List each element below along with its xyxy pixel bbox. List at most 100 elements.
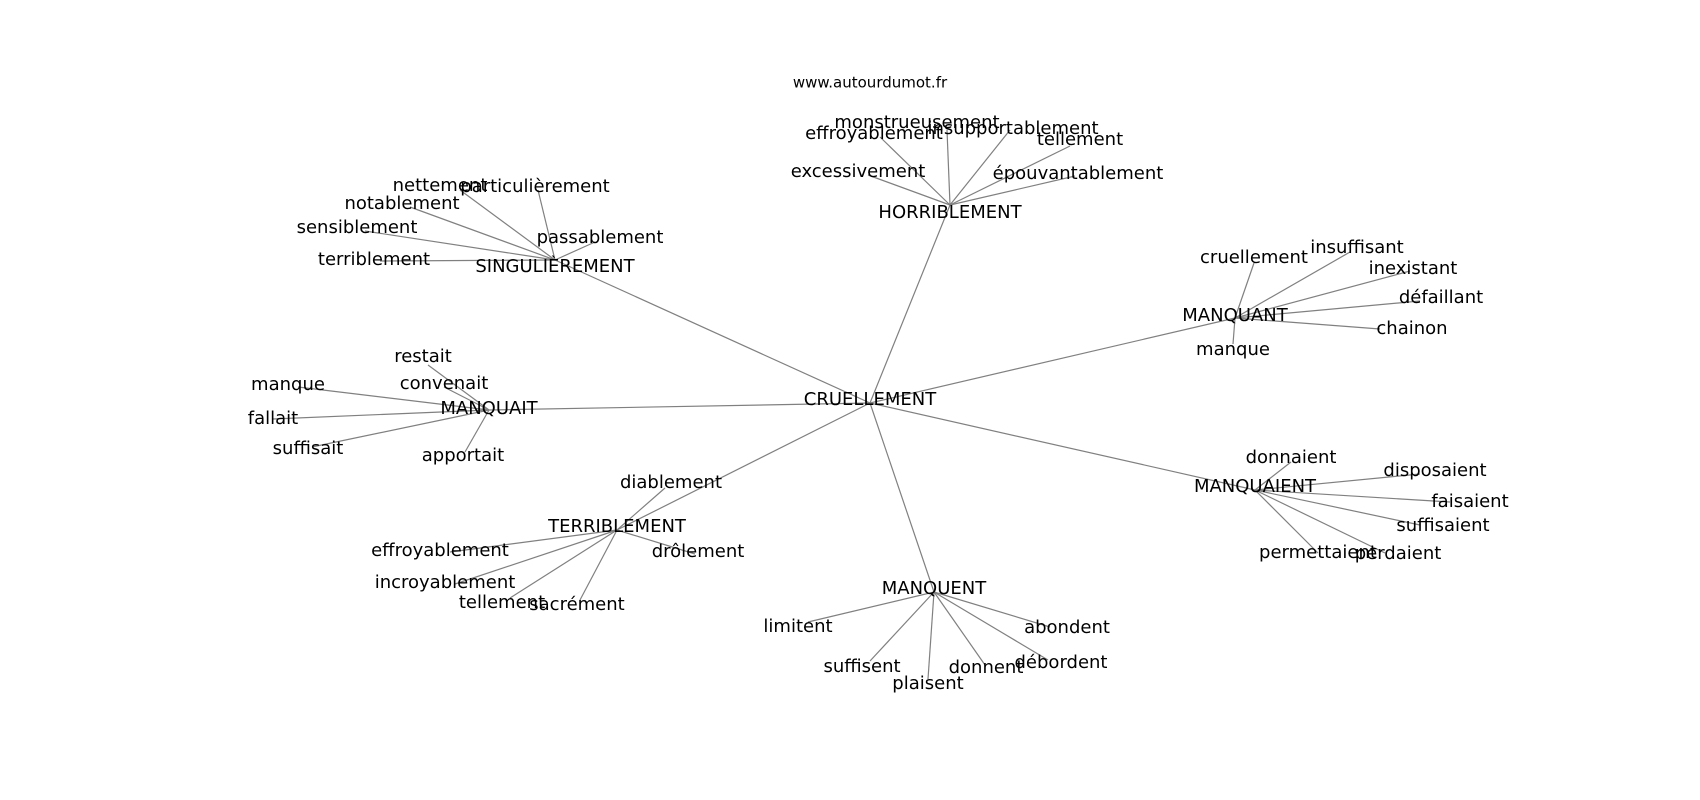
leaf-node: chainon <box>1376 318 1447 339</box>
edge-hub-to-leaf <box>1234 317 1381 330</box>
edge-hub-to-leaf <box>454 529 618 585</box>
leaf-node: perdaient <box>1355 543 1442 564</box>
edge-hub-to-leaf <box>1234 262 1255 319</box>
edge-center-to-hub <box>869 204 951 404</box>
edge-hub-to-leaf <box>379 259 556 262</box>
leaf-node: excessivement <box>791 161 926 182</box>
edge-hub-to-leaf <box>1254 489 1319 554</box>
edge-hub-to-leaf <box>1234 300 1421 319</box>
leaf-node: passablement <box>537 227 664 248</box>
leaf-node: disposaient <box>1383 460 1486 481</box>
source-watermark: www.autourdumot.fr <box>793 74 948 92</box>
edge-hub-to-leaf <box>311 409 490 448</box>
edge-hub-to-leaf <box>1254 489 1451 503</box>
leaf-node: particulièrement <box>460 176 609 197</box>
edge-hub-to-leaf <box>297 386 490 411</box>
edge-hub-to-leaf <box>616 529 696 555</box>
edge-hub-to-leaf <box>869 591 935 662</box>
edge-center-to-hub <box>869 317 1236 404</box>
leaf-node: inexistant <box>1369 258 1458 279</box>
leaf-node: restait <box>394 346 452 367</box>
leaf-node: abondent <box>1024 617 1110 638</box>
leaf-node: épouvantablement <box>993 163 1164 184</box>
edge-hub-to-leaf <box>867 174 951 206</box>
edge-center-to-hub <box>616 402 871 531</box>
edge-hub-to-leaf <box>1254 473 1421 491</box>
hub-node: MANQUAIENT <box>1194 476 1317 497</box>
leaf-node: plaisent <box>892 673 963 694</box>
edge-hub-to-leaf <box>946 129 951 206</box>
leaf-node: défaillant <box>1399 287 1483 308</box>
leaf-node: terriblement <box>318 249 430 270</box>
leaf-node: suffisaient <box>1396 515 1489 536</box>
leaf-node: nettement <box>393 175 488 196</box>
edge-hub-to-leaf <box>949 145 1071 206</box>
leaf-node: diablement <box>620 472 722 493</box>
edge-hub-to-leaf <box>443 386 490 411</box>
edge-hub-to-leaf <box>1254 489 1421 526</box>
hub-node: HORRIBLEMENT <box>878 202 1022 223</box>
edge-hub-to-leaf <box>1234 251 1351 319</box>
edge-center-to-hub <box>869 402 935 593</box>
leaf-node: effroyablement <box>805 123 943 144</box>
leaf-node: sacrément <box>529 594 624 615</box>
leaf-node: insupportablement <box>927 118 1098 139</box>
edge-hub-to-leaf <box>807 591 935 623</box>
edge-center-to-hub <box>554 259 871 404</box>
edge-hub-to-leaf <box>1254 461 1292 491</box>
edge-hub-to-leaf <box>409 206 556 261</box>
edge-hub-to-leaf <box>579 529 618 601</box>
edge-hub-to-leaf <box>554 241 596 261</box>
leaf-node: limitent <box>763 616 832 637</box>
leaf-node: apportait <box>422 445 504 466</box>
leaf-node: fallait <box>248 408 298 429</box>
leaf-node: tellement <box>459 592 545 613</box>
leaf-node: tellement <box>1037 129 1123 150</box>
edge-hub-to-leaf <box>927 591 935 680</box>
edge-hub-to-leaf <box>449 529 618 553</box>
center-node: CRUELLEMENT <box>804 389 937 410</box>
leaf-node: monstrueusement <box>834 112 999 133</box>
edge-center-to-hub <box>869 402 1256 491</box>
edge-center-to-hub <box>488 402 871 411</box>
leaf-node: cruellement <box>1200 247 1308 268</box>
leaf-node: manque <box>251 374 325 395</box>
leaf-node: notablement <box>344 193 459 214</box>
leaf-node: convenait <box>400 373 489 394</box>
hub-node: MANQUAIT <box>440 398 538 419</box>
edge-hub-to-leaf <box>1232 317 1236 345</box>
leaf-node: donnaient <box>1246 447 1337 468</box>
leaf-node: effroyablement <box>371 540 509 561</box>
edge-hub-to-leaf <box>879 136 951 206</box>
edge-hub-to-leaf <box>427 364 490 411</box>
hub-node: SINGULIÈREMENT <box>475 255 635 277</box>
leaf-node: débordent <box>1015 652 1108 673</box>
edge-hub-to-leaf <box>537 189 556 261</box>
hub-node: MANQUENT <box>882 578 987 599</box>
leaf-node: insuffisant <box>1310 237 1403 258</box>
edge-hub-to-leaf <box>1254 489 1386 554</box>
leaf-node: incroyablement <box>375 572 516 593</box>
edge-hub-to-leaf <box>933 591 1049 661</box>
edge-hub-to-leaf <box>933 591 1051 628</box>
edge-hub-to-leaf <box>364 230 556 261</box>
leaf-node: drôlement <box>652 541 745 562</box>
graph-labels: www.autourdumot.fr CRUELLEMENT HORRIBLEM… <box>248 74 1509 695</box>
leaf-node: sensiblement <box>297 217 418 238</box>
edge-hub-to-leaf <box>616 487 666 531</box>
edge-hub-to-leaf <box>949 175 1076 206</box>
graph-edges <box>272 129 1451 680</box>
hub-node: MANQUANT <box>1182 305 1288 326</box>
leaf-node: suffisait <box>273 438 344 459</box>
edge-hub-to-leaf <box>949 129 1011 206</box>
edge-hub-to-leaf <box>933 591 986 666</box>
edge-hub-to-leaf <box>272 409 490 420</box>
leaf-node: suffisent <box>823 656 900 677</box>
leaf-node: permettaient <box>1259 542 1377 563</box>
leaf-node: faisaient <box>1431 491 1508 512</box>
hub-node: TERRIBLEMENT <box>547 516 687 537</box>
leaf-node: manque <box>1196 339 1270 360</box>
leaf-node: donnent <box>949 657 1024 678</box>
edge-hub-to-leaf <box>1234 270 1411 319</box>
